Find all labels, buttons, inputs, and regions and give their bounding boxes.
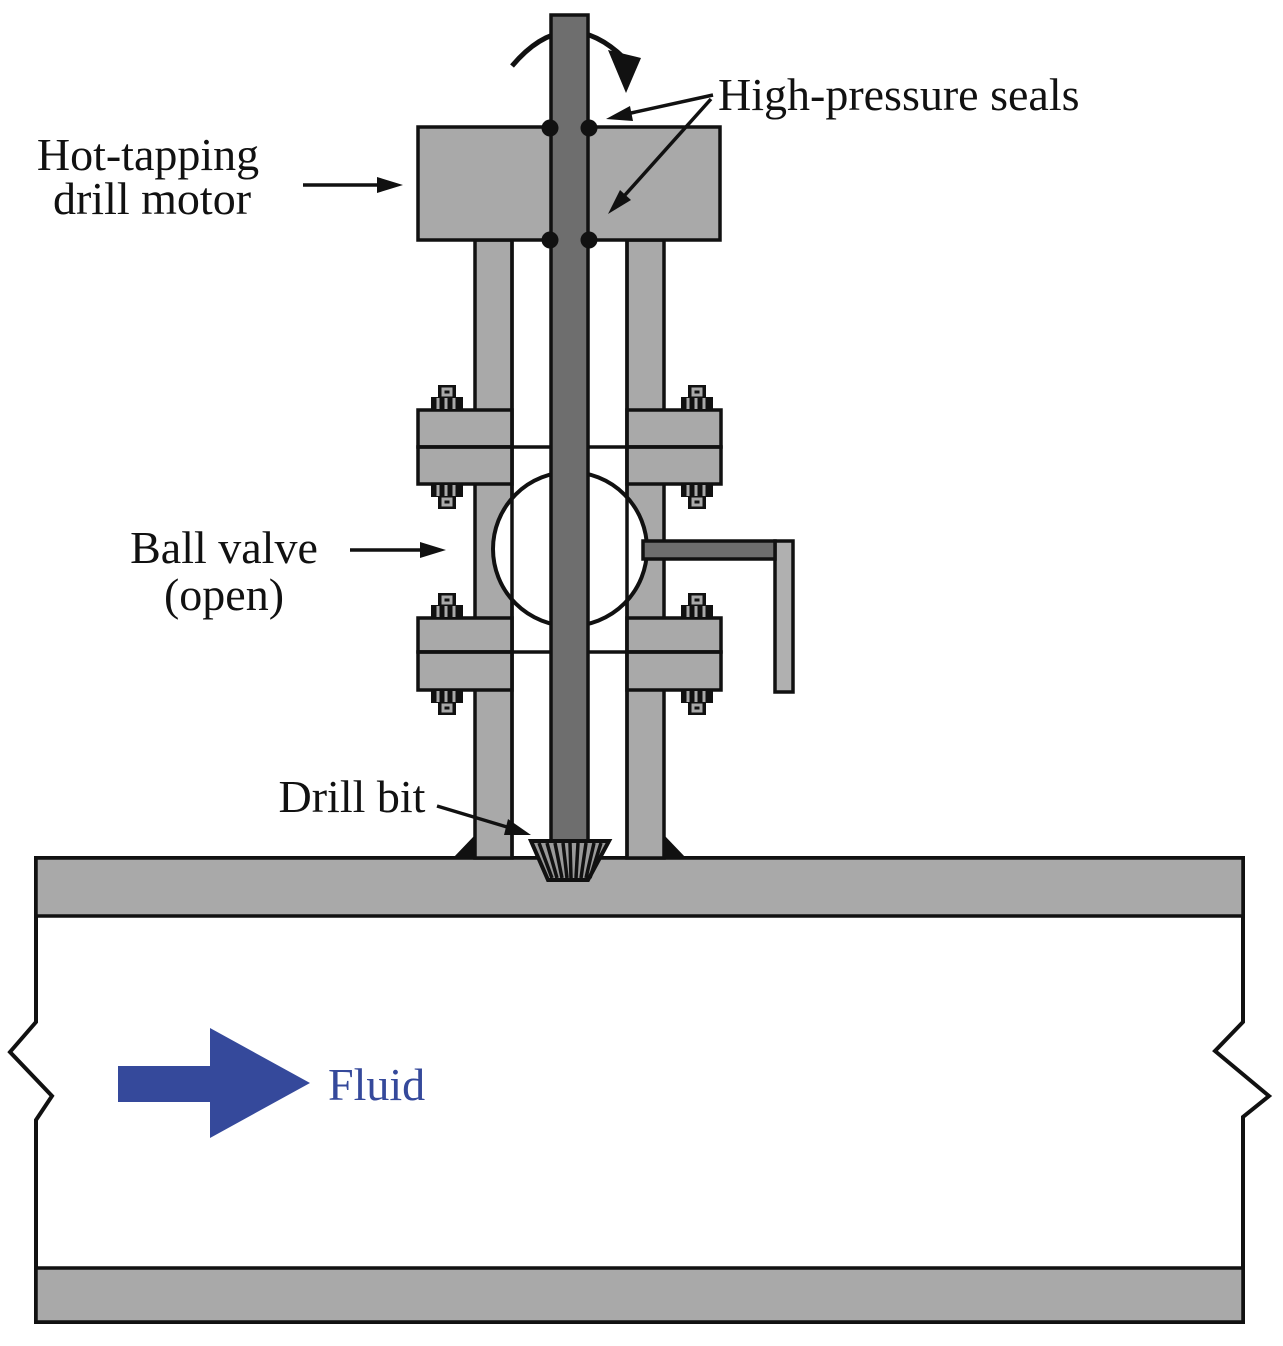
- seals-arrow-upper: [630, 93, 714, 115]
- motor-label-line1: Hot-tapping: [37, 129, 259, 180]
- pipe-bottom-wall: [34, 1266, 1245, 1324]
- fluid-pipe: [7, 856, 1273, 1324]
- label-high-pressure-seals: High-pressure seals: [606, 69, 1080, 214]
- valve-handle: [641, 539, 795, 694]
- weld-fillet-left: [453, 835, 475, 858]
- upper-flange-joint: [416, 408, 723, 486]
- fluid-arrow: [118, 1028, 310, 1138]
- bit-label-arrow: [436, 804, 508, 829]
- pipe-top-wall: [34, 856, 1245, 918]
- valve-label-line1: Ball valve: [130, 522, 318, 573]
- label-hot-tapping-drill-motor: Hot-tapping drill motor: [37, 129, 403, 224]
- weld-fillet-right: [664, 835, 686, 858]
- drill-shaft: [549, 13, 590, 843]
- fluid-label: Fluid: [328, 1059, 425, 1110]
- motor-label-line2: drill motor: [53, 173, 251, 224]
- fluid-flow: Fluid: [118, 1028, 425, 1138]
- drill-bit: [527, 839, 613, 882]
- label-drill-bit: Drill bit: [279, 771, 531, 835]
- valve-label-line2: (open): [164, 569, 284, 620]
- high-pressure-seals: [541, 119, 598, 249]
- label-ball-valve: Ball valve (open): [130, 522, 446, 620]
- handle-grip: [773, 539, 795, 694]
- handle-bar: [641, 539, 777, 561]
- seals-arrow-lower: [623, 97, 713, 197]
- bit-label: Drill bit: [279, 771, 426, 822]
- seals-label: High-pressure seals: [718, 69, 1080, 120]
